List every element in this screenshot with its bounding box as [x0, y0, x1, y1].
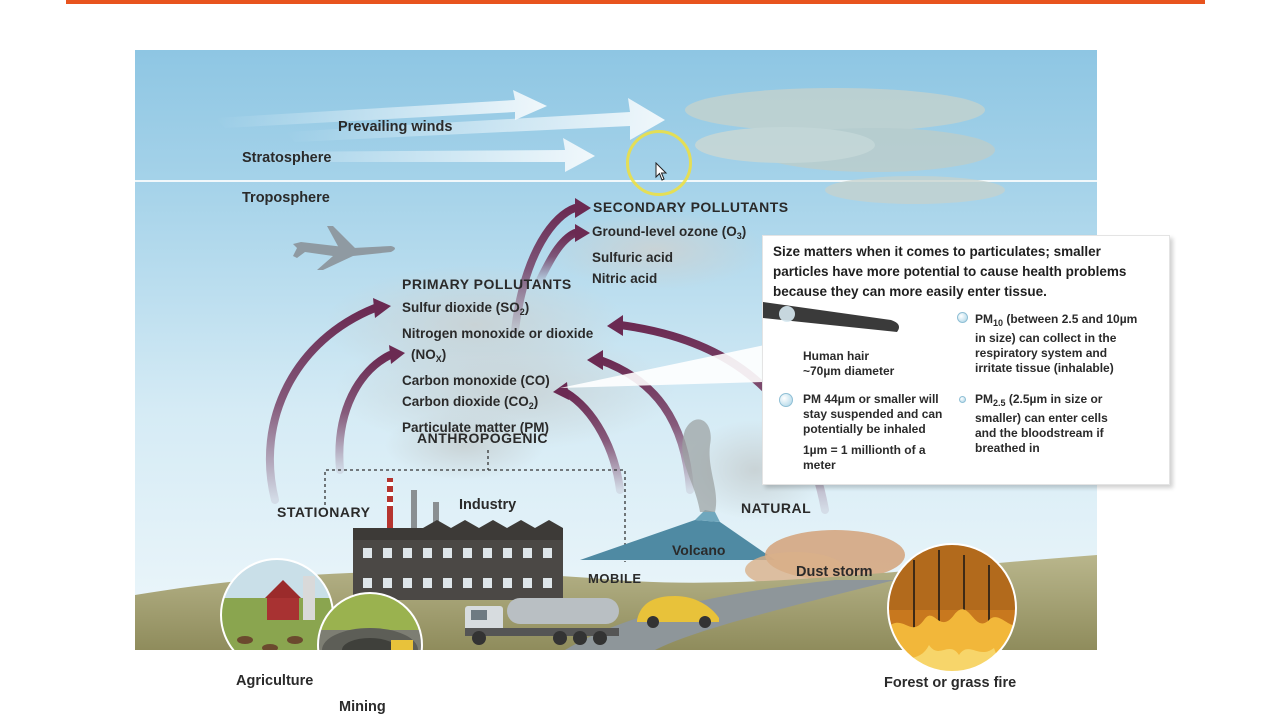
- stratosphere-label: Stratosphere: [242, 150, 332, 166]
- primary-pollutant-item: Nitrogen monoxide or dioxide: [402, 326, 594, 341]
- forest-fire-label: Forest or grass fire: [884, 675, 1017, 691]
- particulates-panel: Size matters when it comes to particulat…: [762, 235, 1170, 485]
- primary-pollutant-item: (NOX): [411, 347, 447, 364]
- forest-fire-illustration: [887, 543, 1017, 673]
- volcano-label: Volcano: [672, 542, 726, 558]
- secondary-pollutants-title: SECONDARY POLLUTANTS: [593, 199, 789, 215]
- stationary-label: STATIONARY: [277, 504, 371, 520]
- airplane-icon: [293, 226, 395, 270]
- top-accent-bar: [66, 0, 1205, 4]
- pm44-description: PM 44µm or smaller will stay suspended a…: [803, 392, 943, 436]
- troposphere-label: Troposphere: [242, 190, 330, 206]
- mobile-label: MOBILE: [588, 571, 642, 586]
- pm10-description: PM10 (between 2.5 and 10µm in size) can …: [975, 312, 1138, 375]
- natural-label: NATURAL: [741, 500, 812, 516]
- tanker-truck: [465, 598, 619, 645]
- human-hair-label: Human hair ~70µm diameter: [803, 349, 895, 378]
- secondary-pollutant-item: Nitric acid: [592, 271, 658, 286]
- dust-storm-label: Dust storm: [796, 564, 873, 580]
- primary-pollutants-title: PRIMARY POLLUTANTS: [402, 276, 572, 292]
- anthropogenic-bracket: [324, 450, 626, 562]
- primary-pollutant-item: Carbon monoxide (CO): [402, 373, 550, 388]
- secondary-pollutant-item: Sulfuric acid: [592, 250, 674, 265]
- prevailing-winds-label: Prevailing winds: [338, 119, 453, 135]
- pm10-dot-icon: [957, 312, 968, 323]
- volcano: [580, 520, 775, 560]
- pm44-dot-icon: [779, 393, 793, 407]
- mouse-cursor-icon: [655, 162, 668, 181]
- primary-pollutant-item: Sulfur dioxide (SO2): [402, 300, 530, 317]
- mining-label: Mining: [339, 699, 386, 715]
- stratosphere-clouds: [685, 88, 1005, 204]
- agriculture-label: Agriculture: [236, 673, 314, 689]
- pm25-description: PM2.5 (2.5µm in size or smaller) can ent…: [975, 392, 1108, 455]
- industry-label: Industry: [459, 497, 517, 513]
- secondary-pollutants-list: Ground-level ozone (O3) Sulfuric acid Ni…: [592, 221, 746, 289]
- arrow-heads: [373, 198, 623, 400]
- pm25-dot-icon: [959, 396, 966, 403]
- secondary-pollutant-item: Ground-level ozone (O3): [592, 224, 747, 241]
- wind-arrows: [215, 90, 665, 172]
- micrometer-definition: 1µm = 1 millionth of a meter: [803, 443, 926, 472]
- primary-pollutant-item: Carbon dioxide (CO2): [402, 394, 539, 411]
- anthropogenic-label: ANTHROPOGENIC: [417, 430, 548, 446]
- callout-pointer: [560, 345, 765, 388]
- primary-pollutant-item: Particulate matter (PM): [402, 420, 550, 435]
- human-hair-icon: [763, 302, 899, 332]
- factory: [353, 478, 563, 600]
- car: [637, 596, 719, 628]
- particulates-heading: Size matters when it comes to particulat…: [773, 244, 1127, 299]
- cursor-highlight: [626, 130, 692, 196]
- primary-pollutants-list: Sulfur dioxide (SO2) Nitrogen monoxide o…: [402, 297, 593, 438]
